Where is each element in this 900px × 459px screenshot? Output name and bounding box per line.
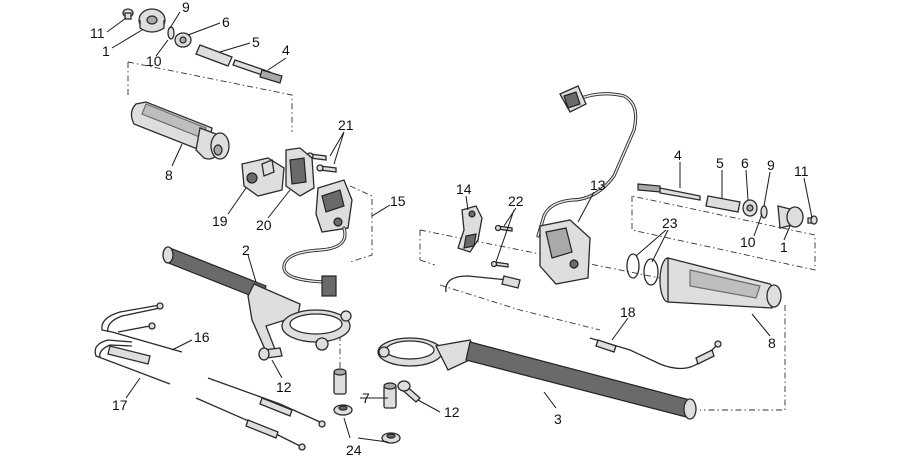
callout-5-right: 5 bbox=[716, 155, 724, 171]
right-switch-unit-part-13 bbox=[536, 85, 638, 285]
small-screw-part-11-right bbox=[807, 215, 818, 225]
callout-13: 13 bbox=[590, 177, 606, 193]
right-clip-on-handlebar-part-3 bbox=[377, 337, 697, 420]
callout-7: 7 bbox=[362, 390, 370, 406]
lever-bracket-part-14 bbox=[457, 205, 483, 253]
sleeve-part-5-left bbox=[195, 44, 233, 67]
grommet-part-24 bbox=[333, 404, 401, 444]
callout-labels: 11 9 6 1 10 5 4 21 8 15 19 20 2 16 12 17… bbox=[90, 0, 809, 458]
bar-end-cap-part-1-right bbox=[777, 205, 804, 229]
stud-part-4-right bbox=[637, 183, 701, 201]
callout-3: 3 bbox=[554, 411, 562, 427]
callout-8-left: 8 bbox=[165, 167, 173, 183]
sleeve-part-5-right bbox=[705, 195, 741, 213]
callout-19: 19 bbox=[212, 213, 228, 229]
left-clip-on-handlebar-part-2 bbox=[162, 246, 352, 357]
leader-lines bbox=[106, 11, 813, 443]
callout-1-left: 1 bbox=[102, 43, 110, 59]
bar-end-cap-part-1-left bbox=[138, 8, 166, 33]
callout-11-right: 11 bbox=[794, 163, 809, 179]
callout-11-left: 11 bbox=[90, 25, 105, 41]
callout-8-right: 8 bbox=[768, 335, 776, 351]
o-rings-part-23 bbox=[626, 253, 659, 286]
spacer-part-7 bbox=[333, 368, 397, 409]
cable-part-16 bbox=[101, 302, 183, 353]
callout-20: 20 bbox=[256, 217, 272, 233]
callout-22: 22 bbox=[508, 193, 524, 209]
callout-5-left: 5 bbox=[252, 34, 260, 50]
screws-part-22 bbox=[490, 224, 513, 268]
lower-cables bbox=[195, 377, 326, 451]
callout-10-left: 10 bbox=[146, 53, 162, 69]
switch-cable-short bbox=[445, 275, 521, 293]
callout-12-left: 12 bbox=[276, 379, 292, 395]
callout-9-left: 9 bbox=[182, 0, 190, 15]
o-ring-part-9-right bbox=[760, 205, 768, 219]
right-end-cap-assembly bbox=[637, 183, 818, 229]
callout-1-right: 1 bbox=[780, 239, 788, 255]
switch-clamp-part-19 bbox=[241, 157, 285, 197]
bolt-part-12-right bbox=[397, 380, 421, 403]
left-switch-unit-part-15 bbox=[282, 179, 353, 297]
cable-part-17 bbox=[94, 339, 171, 385]
callout-24: 24 bbox=[346, 442, 362, 458]
callout-4-right: 4 bbox=[674, 147, 682, 163]
callout-10-right: 10 bbox=[740, 234, 756, 250]
callout-23: 23 bbox=[662, 215, 678, 231]
callout-2: 2 bbox=[242, 242, 250, 258]
callout-14: 14 bbox=[456, 181, 472, 197]
collar-part-6-right bbox=[742, 199, 758, 217]
callout-6-left: 6 bbox=[222, 14, 230, 30]
callout-17: 17 bbox=[112, 397, 128, 413]
bolt-part-12-left bbox=[258, 347, 283, 361]
callout-12-right: 12 bbox=[444, 404, 460, 420]
left-grip-part-8 bbox=[130, 101, 230, 160]
callout-6-right: 6 bbox=[741, 155, 749, 171]
switch-clamp-part-20 bbox=[285, 147, 315, 197]
callout-4-left: 4 bbox=[282, 42, 290, 58]
left-end-cap-assembly bbox=[122, 8, 283, 84]
stud-part-4-left bbox=[232, 59, 283, 84]
right-grip-part-8 bbox=[659, 257, 782, 309]
callout-15: 15 bbox=[390, 193, 406, 209]
callout-21: 21 bbox=[338, 117, 354, 133]
o-ring-part-9-left bbox=[167, 26, 175, 40]
callout-16: 16 bbox=[194, 329, 210, 345]
collar-part-6-left bbox=[174, 32, 192, 48]
cable-part-18 bbox=[589, 337, 722, 370]
callout-18: 18 bbox=[620, 304, 636, 320]
small-screw-part-11-left bbox=[122, 8, 134, 20]
callout-9-right: 9 bbox=[767, 157, 775, 173]
